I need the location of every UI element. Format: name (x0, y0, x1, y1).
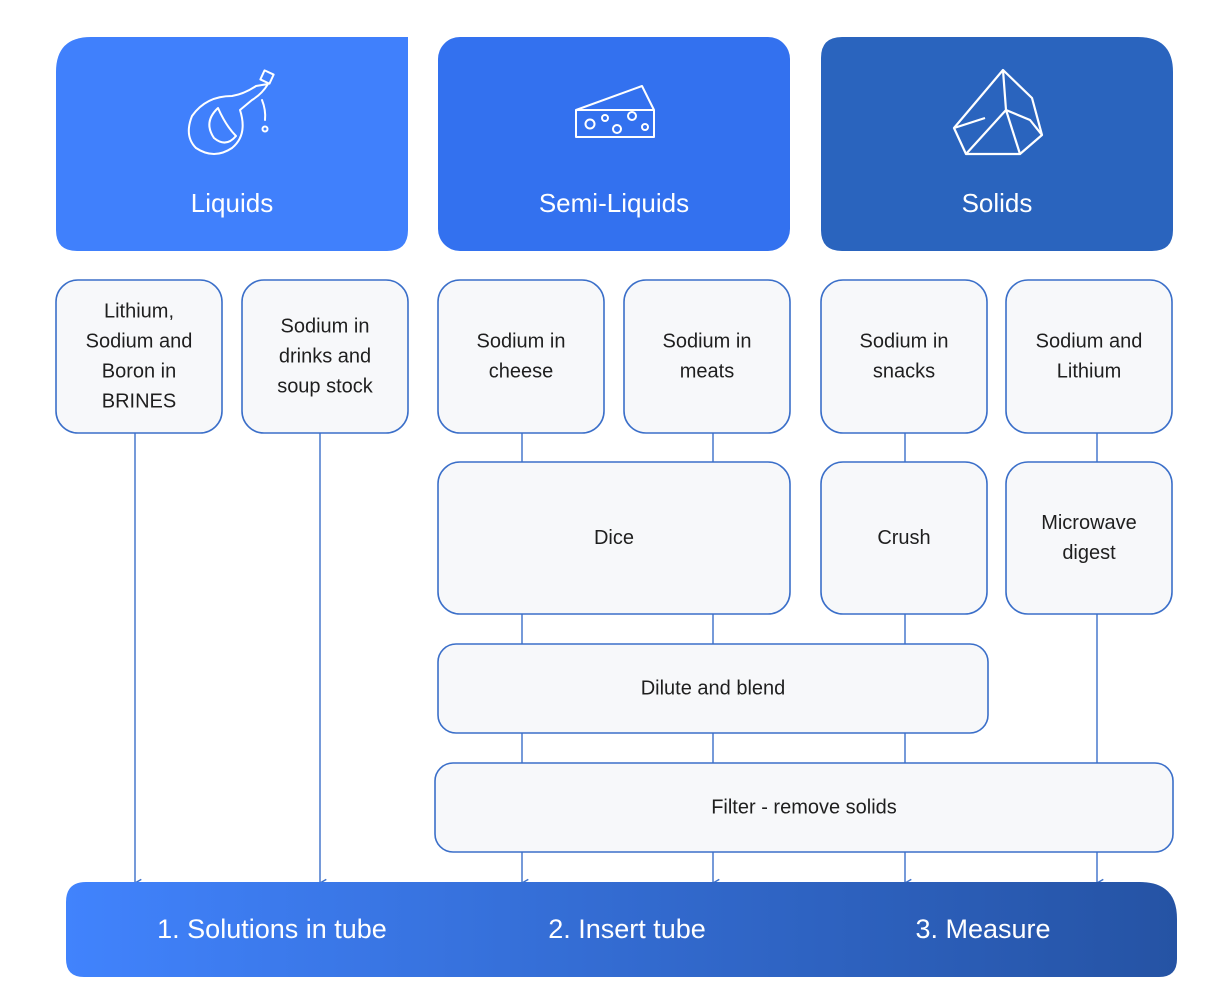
sample-box-lithium (1005, 279, 1173, 434)
text-line: Dice (594, 527, 634, 549)
process-label-filter: Filter - remove solids (711, 797, 897, 819)
text-line: Sodium in (663, 331, 752, 353)
text-line: Sodium in (860, 331, 949, 353)
process-label-dice: Dice (594, 527, 634, 549)
sample-label-cheese: Sodium in cheese (477, 331, 566, 383)
category-liquids-label: Liquids (191, 188, 273, 218)
category-liquids-bg (56, 37, 408, 251)
cheese-icon (575, 85, 655, 138)
process-box-dice (437, 461, 791, 615)
text-line: Crush (877, 527, 930, 549)
text-line: Lithium (1057, 361, 1121, 383)
category-semi-liquids: Semi-Liquids (438, 37, 790, 251)
text-line: snacks (873, 361, 935, 383)
sample-box-brines (55, 279, 223, 434)
sample-box-drinks (241, 279, 409, 434)
text-line: Sodium and (86, 331, 193, 353)
step-1-label: 1. Solutions in tube (157, 914, 387, 944)
text-line: Sodium in (281, 316, 370, 338)
sample-label-snacks: Sodium in snacks (860, 331, 949, 383)
category-solids-bg (821, 37, 1173, 251)
text-line: digest (1062, 542, 1116, 564)
category-solids-label: Solids (962, 188, 1033, 218)
process-boxes (434, 461, 1174, 853)
category-liquids: Liquids (56, 37, 408, 251)
sample-box-meats (623, 279, 791, 434)
process-box-filter (434, 762, 1174, 853)
process-box-microwave (1005, 461, 1173, 615)
text-line: Boron in (102, 361, 177, 383)
text-line: drinks and (279, 346, 371, 368)
sample-box-cheese (437, 279, 605, 434)
sample-boxes (55, 279, 1173, 434)
steps-banner-bg (66, 882, 1177, 977)
process-label-microwave: Microwave digest (1041, 512, 1137, 564)
text-line: BRINES (102, 391, 176, 413)
connectors (135, 433, 1097, 883)
category-solids: Solids (821, 37, 1173, 251)
step-3-label: 3. Measure (915, 914, 1050, 944)
text-line: cheese (489, 361, 554, 383)
sample-label-drinks: Sodium in drinks and soup stock (277, 316, 374, 398)
text-line: Sodium and (1036, 331, 1143, 353)
process-label-crush: Crush (877, 527, 930, 549)
text-line: Sodium in (477, 331, 566, 353)
flask-icon (187, 69, 275, 155)
process-box-crush (820, 461, 988, 615)
text-line: soup stock (277, 376, 374, 398)
text-line: Lithium, (104, 301, 174, 323)
process-labels: Dice Crush Microwave digest Dilute and bl… (594, 512, 1137, 819)
process-label-dilute: Dilute and blend (641, 678, 786, 700)
category-semi-liquids-bg (438, 37, 790, 251)
category-semi-liquids-label: Semi-Liquids (539, 188, 689, 218)
text-line: Dilute and blend (641, 678, 786, 700)
crystal-icon (952, 68, 1044, 156)
sample-label-meats: Sodium in meats (663, 331, 752, 383)
step-2-label: 2. Insert tube (548, 914, 706, 944)
process-box-dilute (437, 643, 989, 734)
text-line: Filter - remove solids (711, 797, 897, 819)
text-line: meats (680, 361, 734, 383)
steps-banner: 1. Solutions in tube 2. Insert tube 3. M… (66, 882, 1177, 977)
text-line: Microwave (1041, 512, 1137, 534)
sample-box-snacks (820, 279, 988, 434)
